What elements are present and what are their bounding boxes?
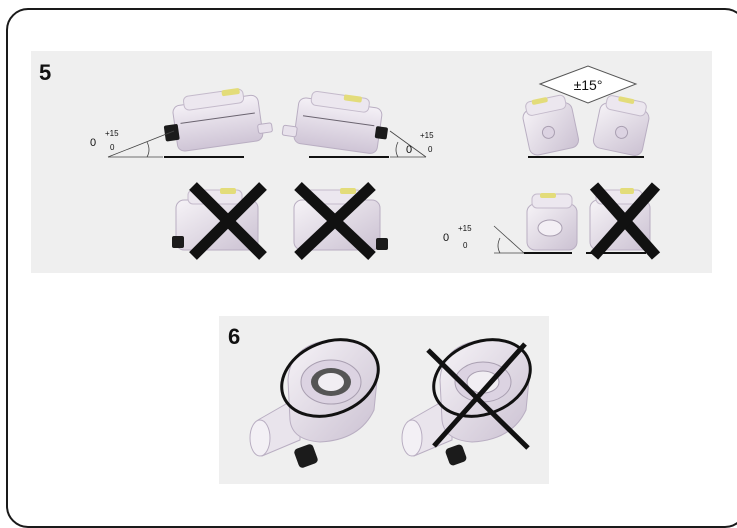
installation-diagram: 0 +15 0 0 +15 0 ±15° [90,65,661,468]
step-5-number: 5 [39,60,52,85]
tilt-base-label: 0 [463,241,468,250]
highlight-ring [280,338,380,418]
tilt-zero-label: 0 [406,144,412,156]
tilt-base-label: 0 [428,145,433,154]
angle-badge-text: ±15° [574,77,603,93]
tilt-plus-label: +15 [458,224,472,233]
device-tilted-correct-3 [526,193,578,251]
tilt-base-label: 0 [110,143,115,152]
device-incorrect-3 [589,182,661,260]
angle-badge [538,65,638,104]
device-rotated-right [592,95,650,156]
device-tilted-correct-1 [163,88,273,152]
tilt-plus-label: +15 [420,131,434,140]
device-incorrect-2 [293,182,388,260]
tilt-zero-label: 0 [90,137,96,149]
device-rotated-left [522,94,580,156]
device-with-gasket-correct [249,338,380,468]
tilt-zero-label: 0 [443,232,449,244]
device-without-gasket-incorrect [401,338,532,466]
device-tilted-correct-2 [281,90,388,154]
tilt-plus-label: +15 [105,129,119,138]
device-incorrect-1 [172,182,267,260]
step-6-number: 6 [228,324,241,349]
